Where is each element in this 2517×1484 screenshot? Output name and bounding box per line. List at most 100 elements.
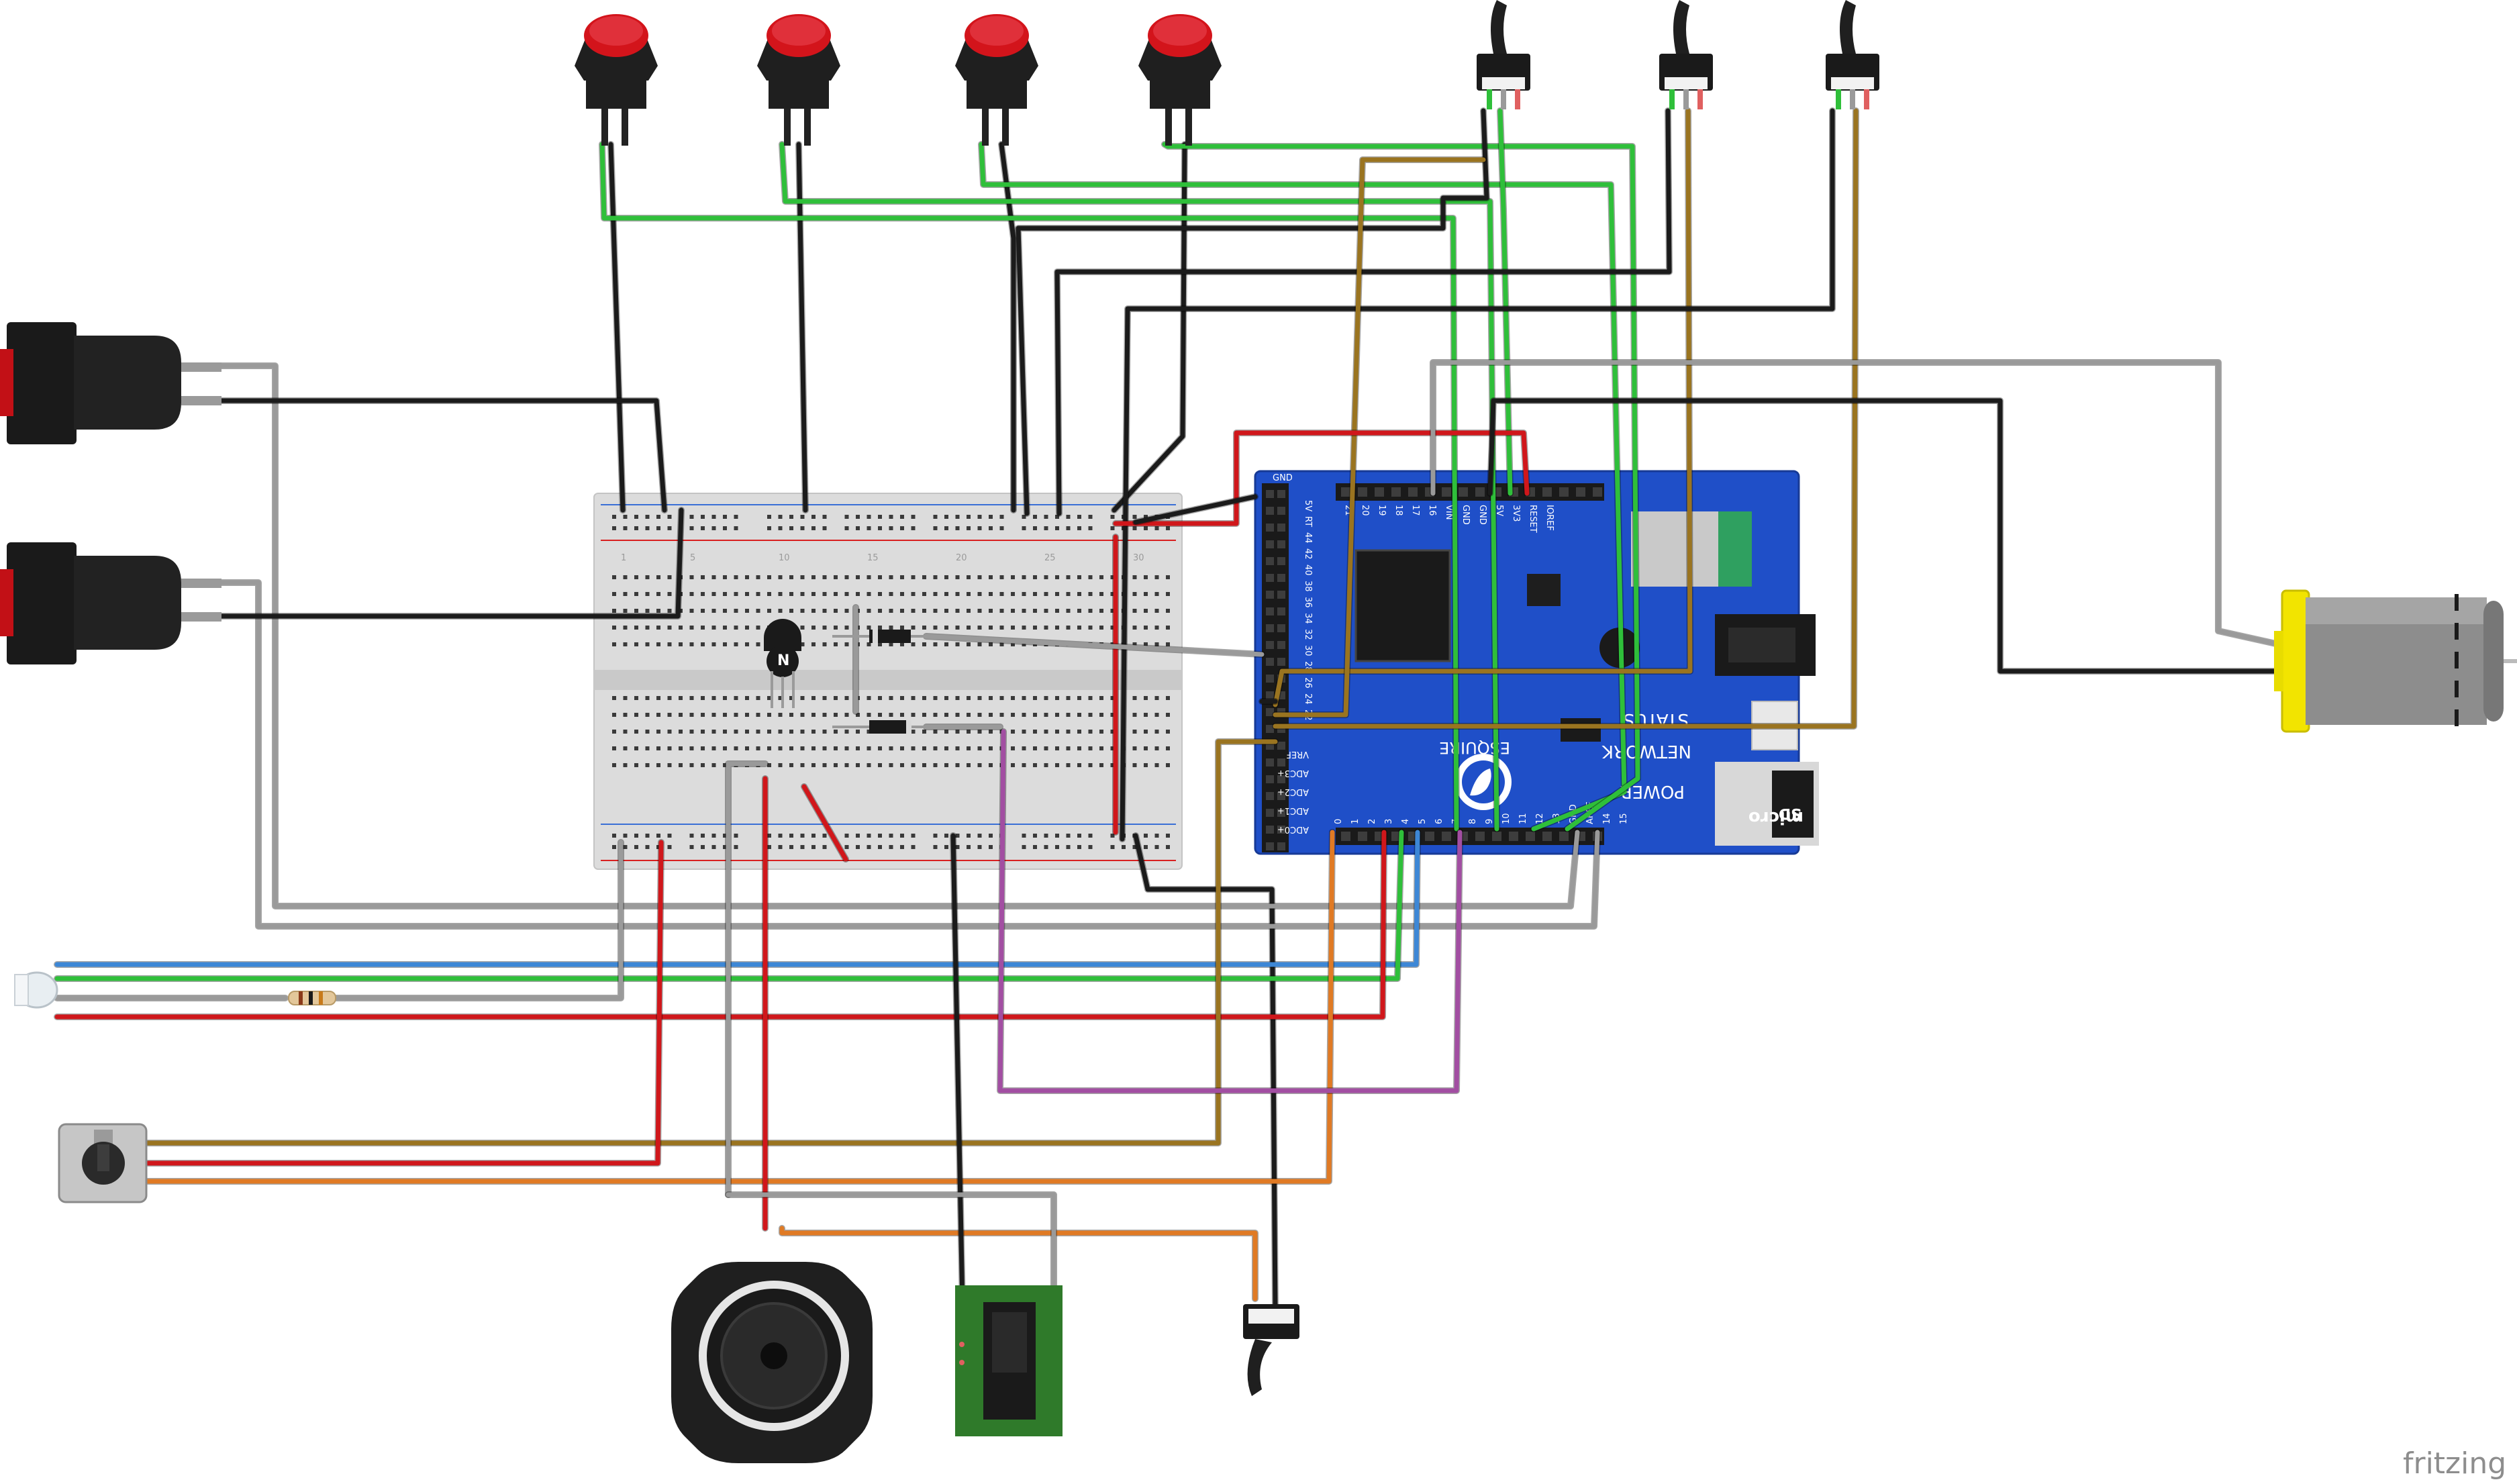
arduino-top-pin-label: VIN <box>1444 505 1454 520</box>
arduino-side-pin-label: 42 <box>1303 548 1313 560</box>
arduino-top-pin-label: 3V3 <box>1511 505 1521 522</box>
wire-tog3-brown <box>1273 108 1859 729</box>
fritzing-watermark: fritzing <box>2403 1446 2506 1481</box>
pushbutton-1[interactable] <box>575 14 658 146</box>
wire-layer <box>54 107 2282 1379</box>
network-label: NETWORK <box>1601 741 1691 761</box>
arduino-bottom-pin-label: 5 <box>1418 819 1428 824</box>
pushbutton-4[interactable] <box>1138 14 1222 146</box>
arduino-top-pin-label: IOREF <box>1544 505 1554 531</box>
bb-col-label: 5 <box>690 553 695 563</box>
arduino-side-pin-label: RT <box>1303 516 1313 527</box>
wire-pb1-gray <box>219 363 1580 909</box>
toggle-switch-1[interactable] <box>1477 0 1530 109</box>
wire-diode-gray <box>924 634 1265 657</box>
arduino-side-pin-label: 26 <box>1303 677 1313 689</box>
wire-led-blue <box>54 830 1420 967</box>
arduino-side-pin-label: 32 <box>1303 629 1313 640</box>
resistor <box>288 991 336 1005</box>
toggle-switch-bottom[interactable] <box>1243 1304 1299 1396</box>
arduino-top-pin-label: 16 <box>1427 505 1437 516</box>
wire-diode-red <box>801 784 848 862</box>
wire-led-green <box>54 830 1404 981</box>
arduino-side-pin-label: 36 <box>1303 597 1313 608</box>
transistor-label: N <box>777 652 789 669</box>
gnd-label: GND <box>1273 473 1293 483</box>
micro-label: micro <box>1748 807 1804 828</box>
arduino-side-pin-label: 44 <box>1303 532 1313 544</box>
arduino-side-pin-label: 30 <box>1303 645 1313 656</box>
toggle-switch-3[interactable] <box>1826 0 1879 109</box>
arduino-side-pin-label: 24 <box>1303 693 1313 705</box>
diode-1 <box>832 630 926 643</box>
dc-motor <box>2274 589 2517 733</box>
arduino-analog-pin-label: ADC2+ <box>1277 787 1309 797</box>
pushbutton-3[interactable] <box>955 14 1038 146</box>
arduino-top-pin-label: GND <box>1477 505 1487 525</box>
wire-jack-black <box>950 833 966 1342</box>
wire-motor-black <box>1487 398 2281 674</box>
wire-btn1-green <box>599 142 1459 832</box>
bb-col-label: 15 <box>867 553 879 563</box>
wire-pb2-black <box>219 507 684 619</box>
npn-transistor: N <box>764 619 801 708</box>
audio-jack <box>955 1285 1063 1436</box>
wire-res-bb-gray <box>333 840 624 1001</box>
pushbutton-group <box>575 14 1222 146</box>
wire-pot-brown <box>145 739 1278 1146</box>
potentiometer[interactable] <box>58 1123 148 1203</box>
arduino-bottom-pin-label: 11 <box>1518 813 1528 824</box>
arduino-bottom-pin-label: 4 <box>1401 819 1411 824</box>
wire-gnd-black-2 <box>1133 833 1278 1312</box>
arduino-bottom-pin-label: 10 <box>1501 813 1512 824</box>
wire-tog2-black <box>1054 108 1672 516</box>
arduino-side-pin-label: 40 <box>1303 564 1313 576</box>
arduino-bottom-pin-label: 9 <box>1485 819 1495 824</box>
wire-btn2-black <box>796 142 808 513</box>
toggle-switch-group <box>1477 0 1879 109</box>
wire-pot-red-shadow <box>144 839 664 1167</box>
wire-btn4-black <box>1112 142 1187 513</box>
wire-purple <box>997 729 1463 1093</box>
wire-5v-red <box>1113 430 1530 526</box>
wire-tog1-black <box>1016 108 1489 516</box>
wire-led-red <box>54 830 1387 1020</box>
wire-motor-gray <box>1430 360 2281 647</box>
arduino-bottom-pin-label: 1 <box>1350 819 1361 824</box>
panel-button-1[interactable] <box>0 322 221 444</box>
wire-spk-gray <box>726 761 768 1197</box>
arduino-bottom-pin-label: 3 <box>1384 819 1394 824</box>
arduino-analog-pin-label: ADC3+ <box>1277 768 1309 778</box>
wire-tog1-brown <box>1273 157 1486 718</box>
sd-label: SD <box>1779 805 1802 822</box>
bb-col-label: 10 <box>779 553 790 563</box>
wire-res-bb-gray-shadow <box>332 839 624 1001</box>
arduino-analog-pin-label: ADC0+ <box>1277 824 1309 834</box>
wire-btn2-green <box>779 142 1499 832</box>
bb-col-label: 25 <box>1044 553 1056 563</box>
wire-pot-orange <box>145 830 1335 1184</box>
bb-col-label: 30 <box>1133 553 1144 563</box>
breadboard: 1 5 10 15 20 25 30 <box>593 493 1183 870</box>
arduino-bottom-pin-label: 0 <box>1334 819 1344 824</box>
panel-button-2[interactable] <box>0 542 221 664</box>
wire-pb1-black <box>219 398 667 513</box>
arduino-top-pin-label: GND <box>1461 505 1471 525</box>
wire-pb2-gray <box>219 580 1600 929</box>
toggle-switch-2[interactable] <box>1659 0 1713 109</box>
arduino-top-pin-label: 20 <box>1360 505 1370 516</box>
arduino-side-pin-label: 34 <box>1303 613 1313 624</box>
arduino-top-pin-label: 19 <box>1377 505 1387 516</box>
wire-pot-red <box>145 840 664 1166</box>
arduino-board: micro SD ESQUIRE NETWORK STATUS POWER GN… <box>1254 470 1819 855</box>
arduino-bottom-pin-label: 12 <box>1535 813 1545 824</box>
wire-btn3-green <box>979 142 1627 832</box>
wire-btn3-black <box>999 142 1016 513</box>
diode-2 <box>832 720 926 734</box>
speaker <box>671 1262 873 1463</box>
arduino-bottom-pin-label: 8 <box>1468 819 1478 824</box>
wire-gnd-black <box>1133 494 1258 525</box>
pushbutton-2[interactable] <box>757 14 840 146</box>
arduino-bottom-pin-label: 2 <box>1367 819 1377 824</box>
